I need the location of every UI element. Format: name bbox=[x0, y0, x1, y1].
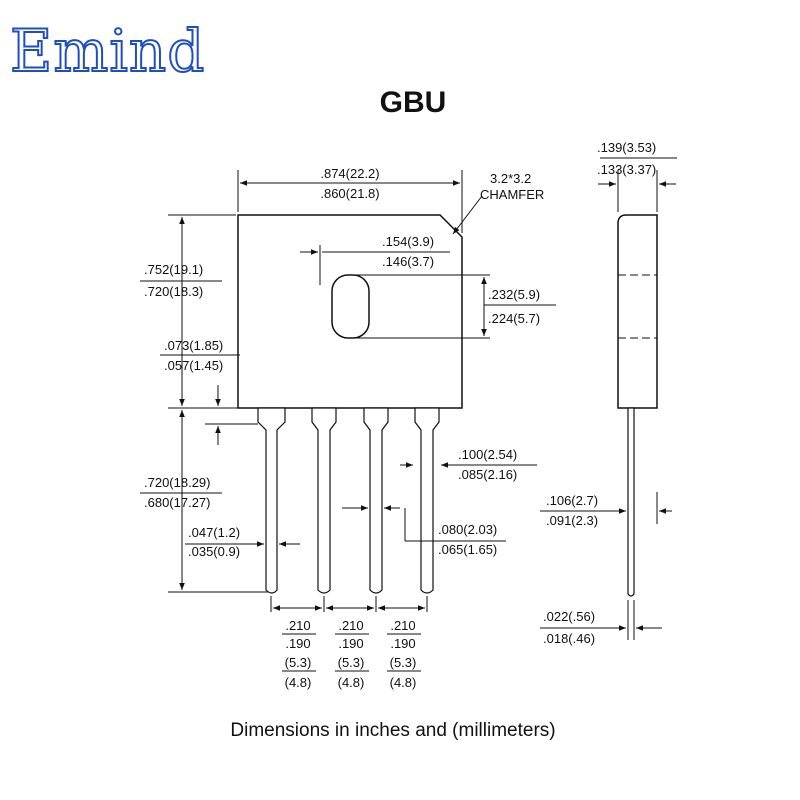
lead-shoulder-max: .100(2.54) bbox=[458, 447, 517, 462]
hole-height-min: .224(5.7) bbox=[488, 311, 540, 326]
package-title: GBU bbox=[380, 86, 447, 119]
hole-height-max: .232(5.9) bbox=[488, 287, 540, 302]
lead-thickness-max: .022(.56) bbox=[543, 609, 595, 624]
lead-length-min: .680(17.27) bbox=[144, 495, 211, 510]
body-height-max: .752(19.1) bbox=[144, 262, 203, 277]
hole-offset-max: .154(3.9) bbox=[382, 234, 434, 249]
lead-length-max: .720(18.29) bbox=[144, 475, 211, 490]
lead-4 bbox=[414, 407, 440, 594]
pitch-1-mm-max: (5.3) bbox=[285, 655, 312, 670]
pitch-1-labels: .210 .190 (5.3) (4.8) bbox=[282, 618, 316, 690]
pitch-1-min: .190 bbox=[285, 636, 310, 651]
lead-shoulder-min: .085(2.16) bbox=[458, 467, 517, 482]
standoff-min: .057(1.45) bbox=[164, 358, 223, 373]
hole-offset-min: .146(3.7) bbox=[382, 254, 434, 269]
pitch-2-max: .210 bbox=[338, 618, 363, 633]
chamfer-leader bbox=[452, 195, 483, 235]
pitch-2-mm-max: (5.3) bbox=[338, 655, 365, 670]
mounting-hole bbox=[331, 274, 370, 339]
side-thickness-max: .139(3.53) bbox=[597, 140, 656, 155]
pitch-3-labels: .210 .190 (5.3) (4.8) bbox=[387, 618, 421, 690]
lead-width-min: .035(0.9) bbox=[188, 544, 240, 559]
lead-offset-min: .091(2.3) bbox=[546, 513, 598, 528]
lead-2 bbox=[311, 407, 337, 594]
pitch-3-mm-min: (4.8) bbox=[390, 675, 417, 690]
units-caption: Dimensions in inches and (millimeters) bbox=[230, 720, 555, 741]
lead-3 bbox=[363, 407, 389, 594]
pitch-1-max: .210 bbox=[285, 618, 310, 633]
pitch-2-mm-min: (4.8) bbox=[338, 675, 365, 690]
overall-width-min: .860(21.8) bbox=[320, 186, 379, 201]
pitch-2-labels: .210 .190 (5.3) (4.8) bbox=[335, 618, 369, 690]
side-thickness-min: .133(3.37) bbox=[597, 162, 656, 177]
body-height-min: .720(18.3) bbox=[144, 284, 203, 299]
pitch-1-mm-min: (4.8) bbox=[285, 675, 312, 690]
lead-thickness-min: .018(.46) bbox=[543, 631, 595, 646]
lead-1 bbox=[257, 407, 286, 594]
lead-shoulder-width-min: .065(1.65) bbox=[438, 542, 497, 557]
lead-shoulder-width-max: .080(2.03) bbox=[438, 522, 497, 537]
side-view-body bbox=[617, 214, 658, 409]
lead-group bbox=[257, 407, 440, 594]
chamfer-size: 3.2*3.2 bbox=[490, 171, 531, 186]
lead-width-max: .047(1.2) bbox=[188, 525, 240, 540]
pitch-3-max: .210 bbox=[390, 618, 415, 633]
pitch-2-min: .190 bbox=[338, 636, 363, 651]
pitch-3-mm-max: (5.3) bbox=[390, 655, 417, 670]
brand-logo: Emind bbox=[9, 17, 206, 85]
lead-offset-max: .106(2.7) bbox=[546, 493, 598, 508]
chamfer-label: CHAMFER bbox=[480, 187, 544, 202]
overall-width-max: .874(22.2) bbox=[320, 166, 379, 181]
standoff-max: .073(1.85) bbox=[164, 338, 223, 353]
pitch-3-min: .190 bbox=[390, 636, 415, 651]
side-view-lead bbox=[627, 407, 635, 597]
